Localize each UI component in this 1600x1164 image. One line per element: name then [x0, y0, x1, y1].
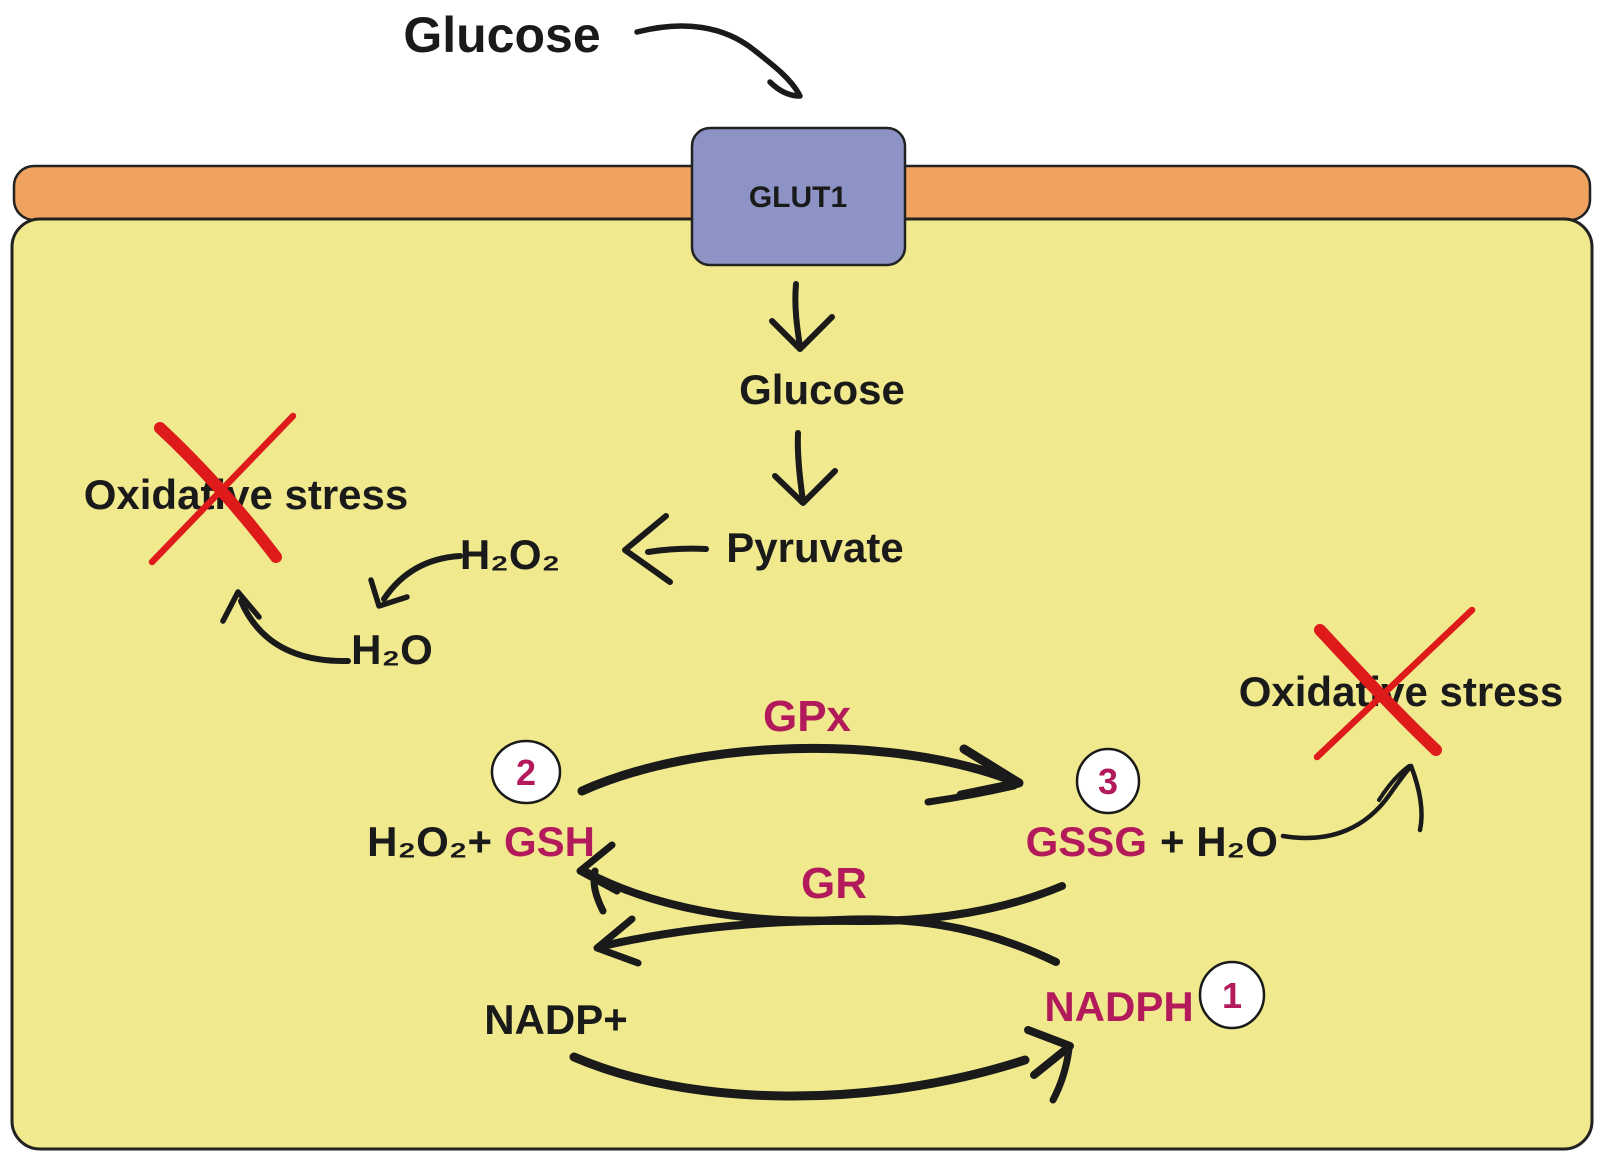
arrow-glucose-to-glut1 [634, 23, 803, 99]
red-cross-left [148, 412, 297, 566]
step-3-number: 3 [1098, 761, 1118, 802]
gsh-label: GSH [504, 818, 595, 865]
step-circle-2: 2 [490, 739, 562, 805]
gpx-enzyme-label: GPx [763, 692, 852, 741]
step-2-number: 2 [516, 752, 536, 793]
step-circle-3: 3 [1075, 747, 1141, 815]
nadp-label: NADP+ [484, 996, 628, 1043]
arrow-nadp-to-nadph [569, 1026, 1074, 1104]
step-1-number: 1 [1222, 975, 1242, 1016]
reaction-right-water-label: + H₂O [1160, 818, 1278, 865]
arrow-h2o-to-oxidative-stress-right [1280, 763, 1424, 841]
arrow-glut1-to-glucose [769, 281, 835, 352]
intracellular-glucose-label: Glucose [739, 366, 905, 413]
glut1-label: GLUT1 [749, 181, 847, 214]
arrow-glucose-to-pyruvate [772, 430, 838, 506]
arrow-h2o2-to-h2o [368, 553, 463, 609]
h2o2-label: H₂O₂ [460, 531, 560, 578]
gr-enzyme-label: GR [801, 859, 867, 908]
h2o-label: H₂O [351, 626, 433, 673]
reaction-left-substrates-label: H₂O₂+ [367, 818, 492, 865]
red-cross-right [1313, 606, 1476, 761]
gssg-label: GSSG [1026, 818, 1147, 865]
extracellular-glucose-label: Glucose [403, 7, 600, 63]
glut1-transporter-box [690, 126, 907, 267]
arrow-h2o-to-oxidative-stress-left [220, 589, 351, 665]
step-circle-1: 1 [1198, 960, 1266, 1030]
arrow-gr-gssg-to-nadp [593, 882, 1066, 967]
pyruvate-label: Pyruvate [726, 524, 903, 571]
arrow-gpx-gsh-to-gssg [577, 743, 1024, 806]
nadph-label: NADPH [1044, 983, 1193, 1030]
arrow-pyruvate-to-h2o2 [622, 513, 709, 585]
